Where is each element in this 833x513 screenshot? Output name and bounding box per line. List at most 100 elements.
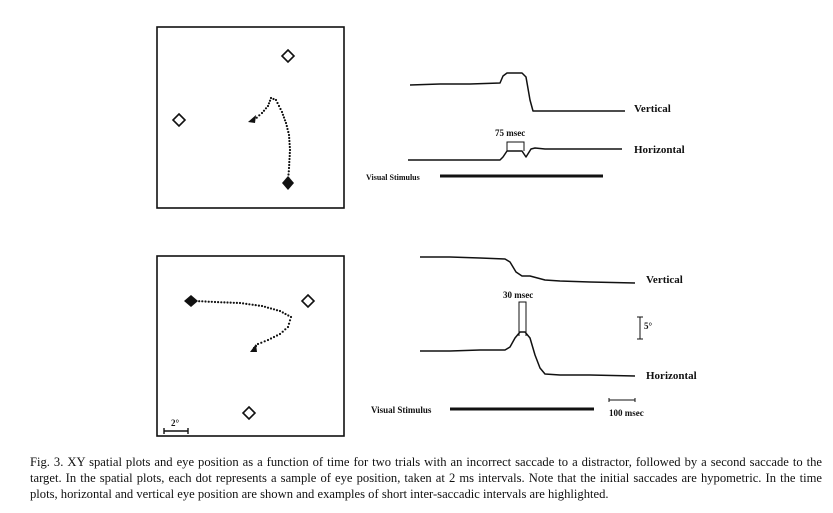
eye-sample-dot	[245, 302, 248, 305]
figure-3: Vertical Horizontal 75 msec Visual Stimu…	[156, 26, 697, 437]
bottom-distractor-marker	[300, 293, 316, 309]
eye-sample-dot	[280, 110, 284, 114]
spatial-scale-bar	[163, 428, 189, 434]
eye-sample-dot	[269, 337, 273, 340]
eye-sample-dot	[288, 154, 291, 158]
bottom-vertical-label: Vertical	[646, 274, 683, 286]
eye-sample-dot	[288, 151, 291, 155]
eye-sample-dot	[268, 99, 272, 102]
eye-sample-dot	[198, 300, 201, 303]
eye-sample-dot	[223, 301, 226, 304]
eye-sample-dot	[287, 314, 290, 317]
top-time-plot: Vertical Horizontal 75 msec Visual Stimu…	[366, 72, 685, 182]
eye-sample-dot	[266, 306, 270, 309]
eye-sample-dot	[278, 332, 282, 336]
eye-sample-dot	[284, 328, 287, 331]
top-end-marker	[282, 176, 294, 190]
bottom-horizontal-trace	[420, 331, 636, 377]
bottom-target-marker	[241, 405, 257, 421]
eye-sample-dot	[285, 124, 288, 128]
top-distractor-marker	[280, 48, 296, 64]
eye-sample-dot	[238, 301, 242, 305]
bottom-horizontal-label: Horizontal	[646, 370, 697, 382]
eye-sample-dot	[281, 330, 284, 333]
bottom-interval-bracket	[518, 301, 527, 336]
top-vertical-trace	[409, 72, 625, 112]
bottom-time-plot: Vertical Horizontal 30 msec 5° Visual St…	[371, 256, 697, 418]
eye-sample-dot	[287, 173, 290, 176]
top-eye-trajectory	[255, 96, 292, 183]
eye-sample-dot	[260, 304, 264, 308]
eye-sample-dot	[260, 111, 264, 115]
eye-sample-dot	[284, 121, 288, 125]
eye-sample-dot	[289, 315, 293, 319]
time-scale-bar	[608, 398, 636, 402]
eye-sample-dot	[275, 309, 279, 312]
eye-sample-dot	[287, 322, 291, 325]
eye-sample-dot	[220, 301, 223, 304]
eye-sample-dot	[263, 340, 266, 343]
eye-sample-dot	[248, 303, 251, 306]
top-stimulus-label: Visual Stimulus	[366, 173, 420, 182]
top-vertical-label: Vertical	[634, 103, 671, 115]
eye-sample-dot	[288, 148, 292, 152]
eye-sample-dot	[288, 163, 291, 167]
eye-sample-dot	[281, 311, 284, 314]
eye-sample-dot	[269, 307, 273, 310]
eye-sample-dot	[201, 300, 204, 303]
eye-sample-dot	[288, 319, 292, 322]
eye-sample-dot	[260, 341, 263, 344]
eye-sample-dot	[267, 102, 271, 105]
eye-sample-dot	[275, 334, 279, 337]
eye-sample-dot	[255, 116, 258, 119]
eye-sample-dot	[232, 301, 235, 304]
eye-sample-dot	[284, 312, 287, 316]
eye-sample-dot	[210, 300, 213, 303]
eye-sample-dot	[266, 338, 270, 342]
top-interval-bracket	[506, 141, 525, 151]
eye-sample-dot	[266, 104, 270, 108]
eye-sample-dot	[286, 127, 289, 131]
degree-scale-bar	[637, 316, 643, 340]
top-spatial-plot	[156, 26, 345, 209]
eye-sample-dot	[256, 342, 260, 346]
eye-sample-dot	[269, 96, 273, 100]
eye-sample-dot	[251, 303, 254, 306]
bottom-vertical-trace	[420, 256, 636, 284]
eye-sample-dot	[288, 157, 291, 161]
eye-sample-dot	[257, 304, 260, 307]
top-target-marker	[171, 112, 187, 128]
eye-sample-dot	[288, 139, 291, 143]
eye-sample-dot	[207, 300, 210, 303]
eye-sample-dot	[279, 107, 282, 111]
top-start-marker	[248, 115, 256, 123]
top-spatial-frame	[156, 26, 345, 209]
eye-sample-dot	[277, 104, 281, 108]
eye-sample-dot	[288, 145, 291, 149]
eye-sample-dot	[272, 97, 275, 101]
eye-sample-dot	[235, 301, 238, 304]
eye-sample-dot	[254, 304, 257, 307]
bottom-spatial-plot: 2°	[156, 255, 345, 437]
top-horizontal-trace	[408, 147, 622, 161]
eye-sample-dot	[264, 107, 268, 110]
eye-sample-dot	[272, 308, 276, 311]
eye-sample-dot	[278, 309, 282, 313]
top-interval-label: 75 msec	[495, 128, 525, 138]
eye-sample-dot	[213, 300, 217, 304]
eye-sample-dot	[288, 160, 291, 164]
bottom-start-marker	[250, 344, 257, 352]
figure-caption: Fig. 3. XY spatial plots and eye positio…	[30, 455, 822, 501]
eye-sample-dot	[258, 114, 261, 117]
eye-sample-dot	[287, 130, 290, 134]
eye-sample-dot	[283, 119, 287, 122]
bottom-end-marker	[184, 295, 198, 307]
eye-sample-dot	[242, 302, 245, 305]
bottom-interval-label: 30 msec	[503, 290, 533, 300]
eye-sample-dot	[287, 170, 290, 173]
eye-sample-dot	[229, 301, 232, 304]
eye-sample-dot	[262, 109, 266, 112]
eye-sample-dot	[274, 98, 278, 102]
eye-sample-dot	[281, 113, 285, 116]
bottom-stimulus-label: Visual Stimulus	[371, 405, 432, 415]
